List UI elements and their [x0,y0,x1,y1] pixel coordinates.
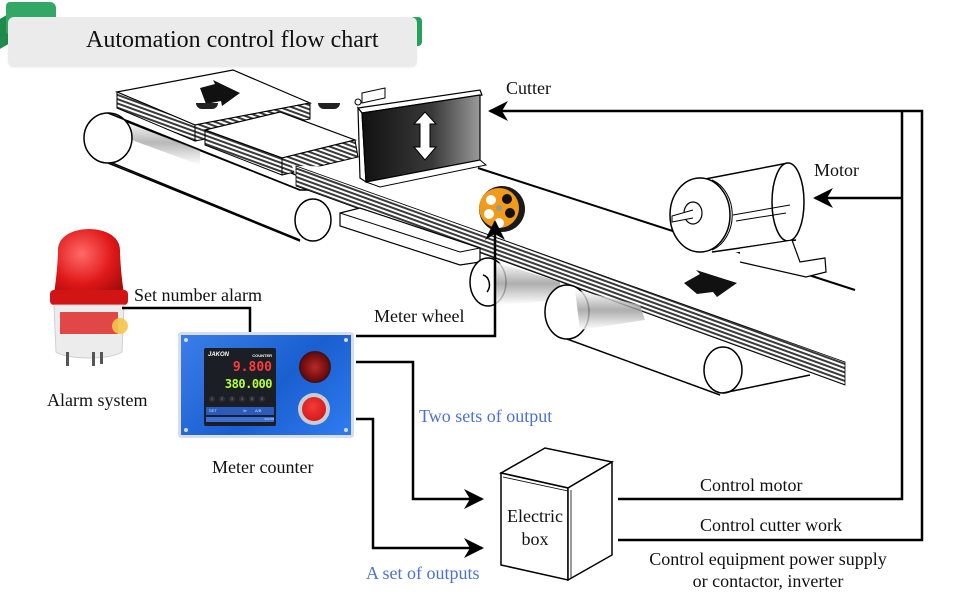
counter-key[interactable]: 4 [239,396,245,402]
screw [344,428,348,432]
roller [703,346,743,394]
cutter-blade-icon [354,87,488,188]
label-electric-box-line1: Electric [507,506,563,526]
counter-model: SCN78 [206,417,274,422]
counter-display-panel: JAKON COUNTER 9.800 380.000 1 2 3 4 5 6 … [204,348,276,426]
material-strip [292,165,855,386]
label-set-number-alarm: Set number alarm [134,285,262,305]
outfeed-conveyor [469,167,856,396]
line-two-sets-output [356,360,484,509]
counter-key[interactable]: 1 [209,396,215,402]
line-one-set-output [356,417,484,558]
screw [344,338,348,342]
line-set-number-alarm [122,306,252,332]
counter-foot [318,103,340,109]
preset-value-readout: 9.800 [232,360,272,375]
label-cutter: Cutter [506,78,551,98]
counter-key[interactable]: 3 [229,396,235,402]
label-control-motor: Control motor [700,475,803,495]
label-two-sets-of-output: Two sets of output [419,406,553,426]
counter-shift-button[interactable]: ≫ [242,408,247,413]
connector-lines [122,101,924,558]
label-meter-wheel: Meter wheel [374,306,465,326]
label-a-set-of-outputs: A set of outputs [366,563,480,583]
counter-key[interactable]: 2 [219,396,225,402]
page-title: Automation control flow chart [86,27,379,53]
material-stack [114,69,359,176]
label-motor: Motor [814,160,859,180]
counter-tag: COUNTER [252,353,272,358]
line-control-cutter [488,101,924,542]
direction-arrow-icon [200,80,240,106]
label-note-line1: Control equipment power supply [649,549,887,569]
red-push-button[interactable] [298,393,330,425]
counter-brand: JAKON [208,352,230,358]
title-banner [8,17,417,67]
counter-key[interactable]: 6 [259,396,265,402]
label-electric-box-line2: box [521,529,549,549]
motor-icon [669,162,827,278]
infeed-conveyor [83,99,332,242]
counter-keypad: 1 2 3 4 5 6 [209,396,265,402]
screw [184,338,188,342]
label-meter-counter: Meter counter [212,457,314,477]
screw [184,428,188,432]
current-value-readout: 380.000 [224,377,273,391]
counter-ab-button[interactable]: A/B [254,408,262,413]
counter-key[interactable]: 5 [249,396,255,402]
alarm-beacon-icon [50,229,128,366]
meter-counter-device: JAKON COUNTER 9.800 380.000 1 2 3 4 5 6 … [178,332,354,438]
label-alarm-system: Alarm system [47,390,148,410]
label-note-line2: or contactor, inverter [692,571,844,591]
electric-box-icon [498,447,615,582]
counter-button-bar: SET ≫ A/B [206,407,274,415]
label-control-cutter-work: Control cutter work [700,515,842,535]
direction-arrow-icon [684,270,737,297]
counter-set-button[interactable]: SET [209,408,217,413]
counter-foot [196,103,218,109]
roller [294,198,332,242]
meter-wheel-icon [479,186,525,232]
buzzer-icon [299,351,331,383]
line-control-motor [618,111,904,501]
title-tab-right [412,17,422,46]
line-meter-wheel [356,220,505,338]
